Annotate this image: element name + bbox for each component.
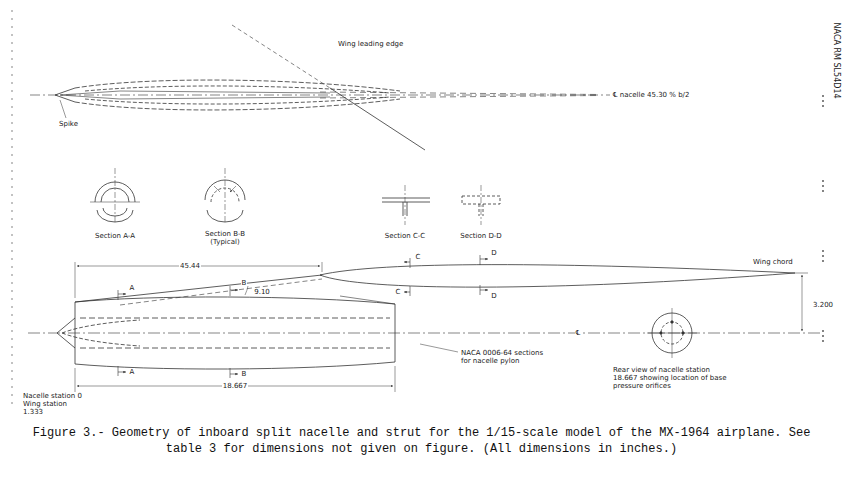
side-view-stroke: [75, 275, 322, 302]
plan-view-stroke: [320, 92, 600, 98]
side-view-stroke: [320, 273, 795, 287]
dimension: 45.44: [179, 262, 201, 270]
side-view-stroke: [57, 318, 75, 348]
section-views-stroke: [90, 202, 140, 203]
side-view-stroke: [80, 318, 390, 348]
side-view-stroke: [245, 286, 248, 295]
plan-view-stroke: [75, 80, 400, 91]
side-view-stroke: [230, 368, 238, 378]
section-views-stroke: [115, 168, 116, 222]
side-view-stroke: [420, 344, 458, 352]
section-views-stroke: [225, 168, 226, 222]
side-view-stroke: [671, 321, 673, 323]
plan-view-stroke: [60, 91, 330, 95]
part-name: Spike: [58, 120, 79, 128]
section-views-stroke: [95, 182, 135, 202]
side-view-stroke: [28, 333, 822, 334]
section-title: Section C-C: [384, 232, 427, 240]
figure-caption: Figure 3.- Geometry of inboard split nac…: [20, 426, 823, 457]
section-letter: B: [241, 370, 248, 378]
section-title: Section B-B (Typical): [199, 230, 251, 246]
side-view-stroke: [647, 308, 697, 358]
plan-view-stroke: [55, 88, 75, 102]
section-letter: A: [129, 368, 136, 376]
side-view-stroke: [118, 290, 126, 300]
side-view-stroke: [340, 296, 395, 304]
plan-view-stroke: [232, 25, 330, 88]
section-letter: B: [241, 279, 248, 287]
station-note: Nacelle station 0 Wing station 1.333: [22, 392, 86, 416]
callout-text: Wing chord: [752, 258, 794, 266]
section-letter: D: [490, 292, 497, 300]
side-view-stroke: [120, 279, 322, 305]
section-views-stroke: [207, 210, 243, 222]
section-letter: A: [129, 284, 136, 292]
callout-text: Rear view of nacelle station 18.667 show…: [612, 366, 732, 390]
scan-marks-stroke: [12, 10, 13, 410]
side-view-stroke: [660, 332, 662, 334]
side-view-stroke: [404, 258, 410, 268]
dimension: 3.200: [812, 301, 834, 309]
angle-dimension: 9.10: [253, 288, 271, 296]
scan-marks: [12, 10, 823, 410]
side-view: [28, 255, 822, 392]
side-view-stroke: [62, 320, 140, 346]
section-title: Section A-A: [94, 232, 136, 240]
centerline-label: ℄: [575, 329, 582, 337]
plan-view-stroke: [75, 99, 400, 110]
section-letter: D: [490, 249, 497, 257]
side-view-stroke: [75, 302, 76, 364]
side-view-stroke: [75, 262, 322, 298]
side-view-stroke: [795, 273, 808, 274]
section-views-stroke: [214, 186, 236, 192]
side-view-stroke: [118, 366, 126, 376]
section-views-stroke: [382, 198, 430, 202]
side-view-stroke: [320, 265, 795, 275]
side-view-stroke: [682, 332, 684, 334]
plan-view-stroke: [330, 88, 425, 150]
section-letter: C: [415, 253, 422, 261]
section-views-stroke: [211, 188, 239, 202]
plan-view-stroke: [60, 100, 66, 118]
section-views: [90, 168, 500, 225]
side-view-stroke: [480, 285, 488, 295]
section-views-stroke: [481, 185, 482, 225]
callout-text: NACA 0006-64 sections for nacelle pylon: [460, 349, 554, 365]
plan-view: [30, 25, 610, 150]
plan-view-stroke: [60, 95, 330, 99]
side-view-stroke: [75, 297, 395, 304]
side-view-stroke: [230, 286, 238, 296]
side-view-stroke: [404, 286, 410, 296]
side-view-stroke: [395, 304, 396, 362]
document-number: NACA RM SL54D14: [831, 22, 840, 100]
section-views-stroke: [405, 185, 406, 225]
side-view-stroke: [480, 255, 488, 265]
section-views-stroke: [205, 180, 245, 200]
section-title: Section D-D: [459, 232, 503, 240]
centerline-label: ℄ nacelle 45.30 % b/2: [612, 91, 690, 99]
section-letter: C: [395, 288, 402, 296]
callout-text: Wing leading edge: [337, 40, 404, 48]
dimension: 18.667: [222, 382, 249, 390]
side-view-stroke: [75, 362, 395, 369]
section-views-stroke: [103, 208, 127, 216]
side-view-stroke: [802, 275, 803, 331]
section-views-stroke: [101, 188, 129, 202]
side-view-stroke: [75, 366, 395, 392]
plan-view-stroke: [30, 95, 610, 96]
